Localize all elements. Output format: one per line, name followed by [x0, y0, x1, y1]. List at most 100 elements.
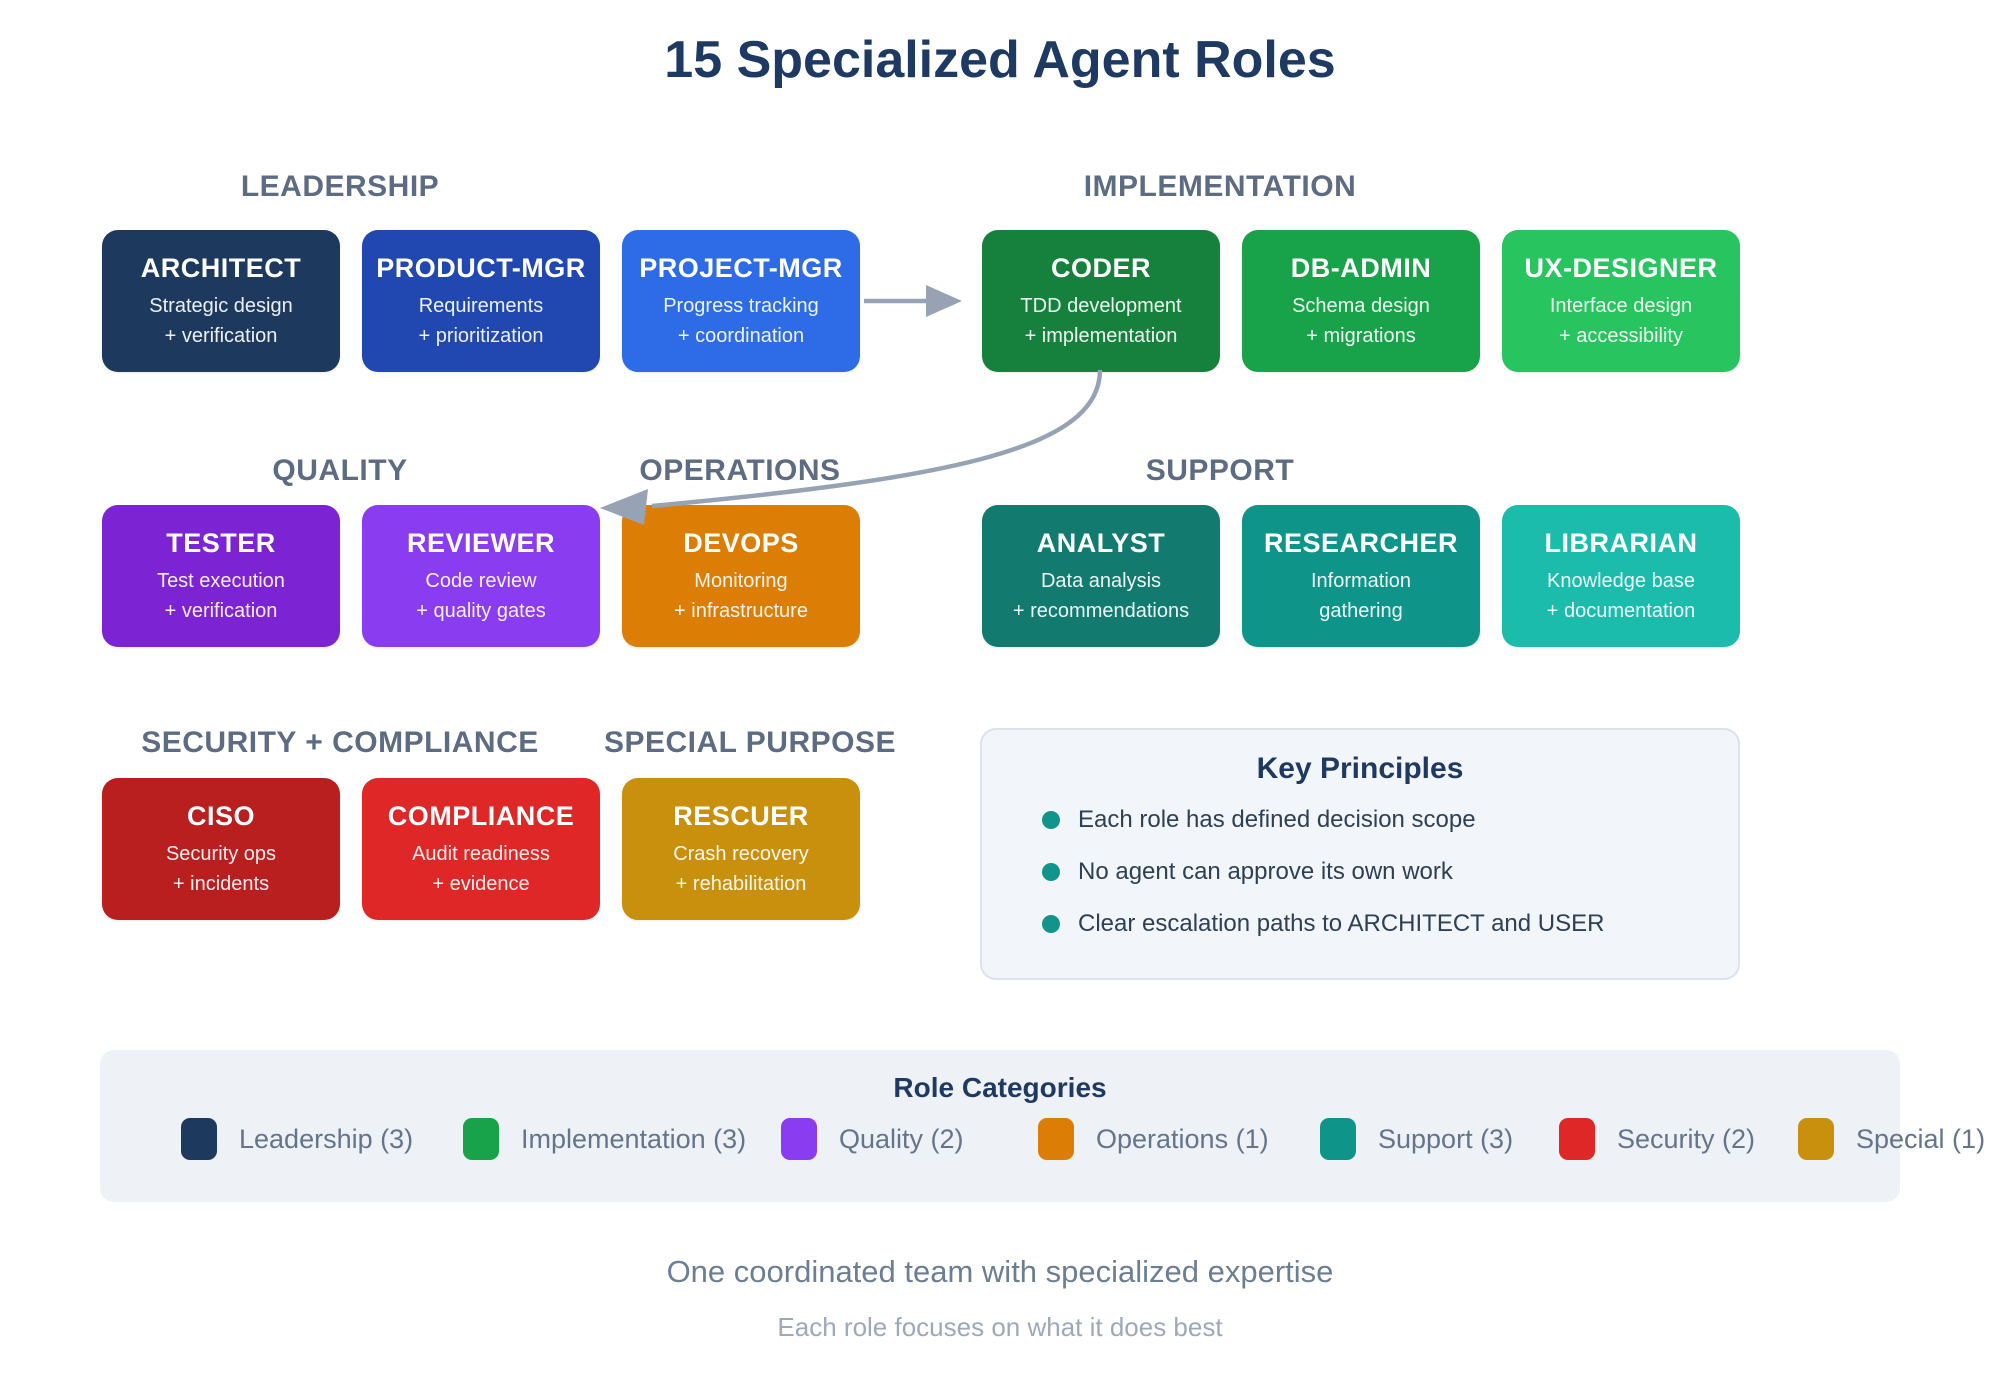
role-card-title: RESCUER: [673, 800, 809, 831]
role-card-subtitle-line2: + coordination: [677, 324, 805, 347]
role-card-title: REVIEWER: [406, 527, 556, 558]
section-heading-security-compliance: SECURITY + COMPLIANCE: [141, 726, 539, 759]
role-card-subtitle-line2: + quality gates: [416, 599, 546, 622]
role-card-subtitle-line2: + incidents: [172, 872, 270, 895]
legend-item-security: Security (2): [1559, 1118, 1755, 1160]
bullet-dot-icon: [1042, 811, 1060, 829]
role-card-researcher: RESEARCHER Information gathering: [1242, 505, 1480, 647]
section-heading-operations: OPERATIONS: [639, 454, 841, 487]
role-card-subtitle-line1: Progress tracking: [663, 294, 819, 317]
key-principles-title: Key Principles: [1256, 752, 1464, 785]
role-card-title: PROJECT-MGR: [639, 252, 843, 283]
role-card-subtitle-line2: + verification: [164, 599, 278, 622]
legend-label: Security (2): [1617, 1123, 1756, 1154]
legend-item-support: Support (3): [1320, 1118, 1513, 1160]
legend-item-implementation: Implementation (3): [463, 1118, 746, 1160]
bullet-dot-icon: [1042, 863, 1060, 881]
role-card-compliance: COMPLIANCE Audit readiness + evidence: [362, 778, 600, 920]
role-card-title: DB-ADMIN: [1290, 252, 1432, 283]
role-card-subtitle-line2: gathering: [1319, 599, 1403, 622]
role-card-coder: CODER TDD development + implementation: [982, 230, 1220, 372]
role-card-subtitle-line1: Schema design: [1292, 294, 1430, 317]
role-card-title: PRODUCT-MGR: [376, 252, 586, 283]
role-card-title: ARCHITECT: [140, 252, 302, 283]
role-card-subtitle-line1: TDD development: [1020, 294, 1182, 317]
role-card-tester: TESTER Test execution + verification: [102, 505, 340, 647]
role-card-subtitle-line2: + migrations: [1306, 324, 1416, 347]
legend-swatch-icon: [1038, 1118, 1074, 1160]
role-card-rescuer: RESCUER Crash recovery + rehabilitation: [622, 778, 860, 920]
role-card-subtitle-line1: Monitoring: [694, 569, 788, 592]
role-card-analyst: ANALYST Data analysis + recommendations: [982, 505, 1220, 647]
role-card-title: RESEARCHER: [1263, 527, 1459, 558]
legend-swatch-icon: [781, 1118, 817, 1160]
role-card-project-mgr: PROJECT-MGR Progress tracking + coordina…: [622, 230, 860, 372]
role-card-subtitle-line1: Information: [1310, 569, 1412, 592]
legend-swatch-icon: [1798, 1118, 1834, 1160]
footer-tagline: One coordinated team with specialized ex…: [666, 1254, 1334, 1289]
key-principle-text: No agent can approve its own work: [1078, 858, 1453, 885]
role-card-title: COMPLIANCE: [387, 800, 575, 831]
section-heading-implementation: IMPLEMENTATION: [1083, 170, 1357, 203]
section-heading-quality: QUALITY: [272, 454, 408, 487]
key-principles-list: Each role has defined decision scope No …: [982, 806, 1738, 938]
arrow-projectmgr-to-coder: [864, 285, 962, 317]
role-card-title: DEVOPS: [683, 527, 799, 558]
role-card-title: CISO: [186, 800, 255, 831]
role-card-title: CODER: [1050, 252, 1151, 283]
role-card-title: UX-DESIGNER: [1524, 252, 1718, 283]
role-card-architect: ARCHITECT Strategic design + verificatio…: [102, 230, 340, 372]
role-card-subtitle-line2: + accessibility: [1559, 324, 1683, 347]
section-heading-special-purpose: SPECIAL PURPOSE: [603, 726, 897, 759]
role-card-subtitle-line1: Code review: [425, 569, 537, 592]
legend-swatch-icon: [463, 1118, 499, 1160]
legend-label: Implementation (3): [521, 1123, 747, 1154]
role-card-db-admin: DB-ADMIN Schema design + migrations: [1242, 230, 1480, 372]
legend-label: Support (3): [1378, 1123, 1514, 1154]
section-heading-support: SUPPORT: [1145, 454, 1295, 487]
key-principle-text: Each role has defined decision scope: [1078, 806, 1476, 833]
footer-subtext: Each role focuses on what it does best: [777, 1312, 1223, 1342]
role-card-title: ANALYST: [1036, 527, 1166, 558]
role-card-subtitle-line1: Strategic design: [149, 294, 293, 317]
role-card-subtitle-line1: Knowledge base: [1547, 569, 1695, 592]
role-card-subtitle-line2: + implementation: [1024, 324, 1178, 347]
role-card-subtitle-line1: Crash recovery: [673, 842, 809, 865]
legend-label: Quality (2): [839, 1123, 964, 1154]
legend-label: Leadership (3): [239, 1123, 414, 1154]
role-card-title: LIBRARIAN: [1544, 527, 1698, 558]
role-card-librarian: LIBRARIAN Knowledge base + documentation: [1502, 505, 1740, 647]
role-card-subtitle-line2: + evidence: [432, 872, 530, 895]
role-card-subtitle-line1: Interface design: [1549, 294, 1693, 317]
role-card-reviewer: REVIEWER Code review + quality gates: [362, 505, 600, 647]
key-principles-box: Key Principles Each role has defined dec…: [980, 728, 1740, 980]
legend-label: Operations (1): [1096, 1123, 1269, 1154]
legend-panel: Role Categories Leadership (3) Implement…: [100, 1050, 1985, 1202]
role-card-subtitle-line1: Security ops: [165, 842, 277, 865]
legend-label: Special (1): [1856, 1123, 1986, 1154]
key-principle-item: No agent can approve its own work: [1042, 858, 1738, 886]
legend-item-operations: Operations (1): [1038, 1118, 1269, 1160]
role-card-subtitle-line2: + documentation: [1546, 599, 1696, 622]
legend-swatch-icon: [181, 1118, 217, 1160]
key-principle-item: Each role has defined decision scope: [1042, 806, 1738, 834]
role-card-subtitle-line1: Test execution: [157, 569, 285, 592]
role-card-subtitle-line2: + verification: [164, 324, 278, 347]
role-card-ciso: CISO Security ops + incidents: [102, 778, 340, 920]
legend-item-special: Special (1): [1798, 1118, 1985, 1160]
role-card-subtitle-line2: + prioritization: [418, 324, 544, 347]
arrow-coder-to-reviewer: [600, 369, 1103, 525]
role-card-title: TESTER: [166, 527, 276, 558]
legend-item-leadership: Leadership (3): [181, 1118, 413, 1160]
legend-swatch-icon: [1559, 1118, 1595, 1160]
role-card-product-mgr: PRODUCT-MGR Requirements + prioritizatio…: [362, 230, 600, 372]
key-principle-text: Clear escalation paths to ARCHITECT and …: [1078, 910, 1605, 937]
bullet-dot-icon: [1042, 915, 1060, 933]
role-card-subtitle-line2: + rehabilitation: [675, 872, 807, 895]
role-card-subtitle-line1: Data analysis: [1040, 569, 1162, 592]
legend-item-quality: Quality (2): [781, 1118, 964, 1160]
role-card-subtitle-line2: + recommendations: [1012, 599, 1190, 622]
role-card-ux-designer: UX-DESIGNER Interface design + accessibi…: [1502, 230, 1740, 372]
role-card-subtitle-line1: Audit readiness: [412, 842, 550, 865]
